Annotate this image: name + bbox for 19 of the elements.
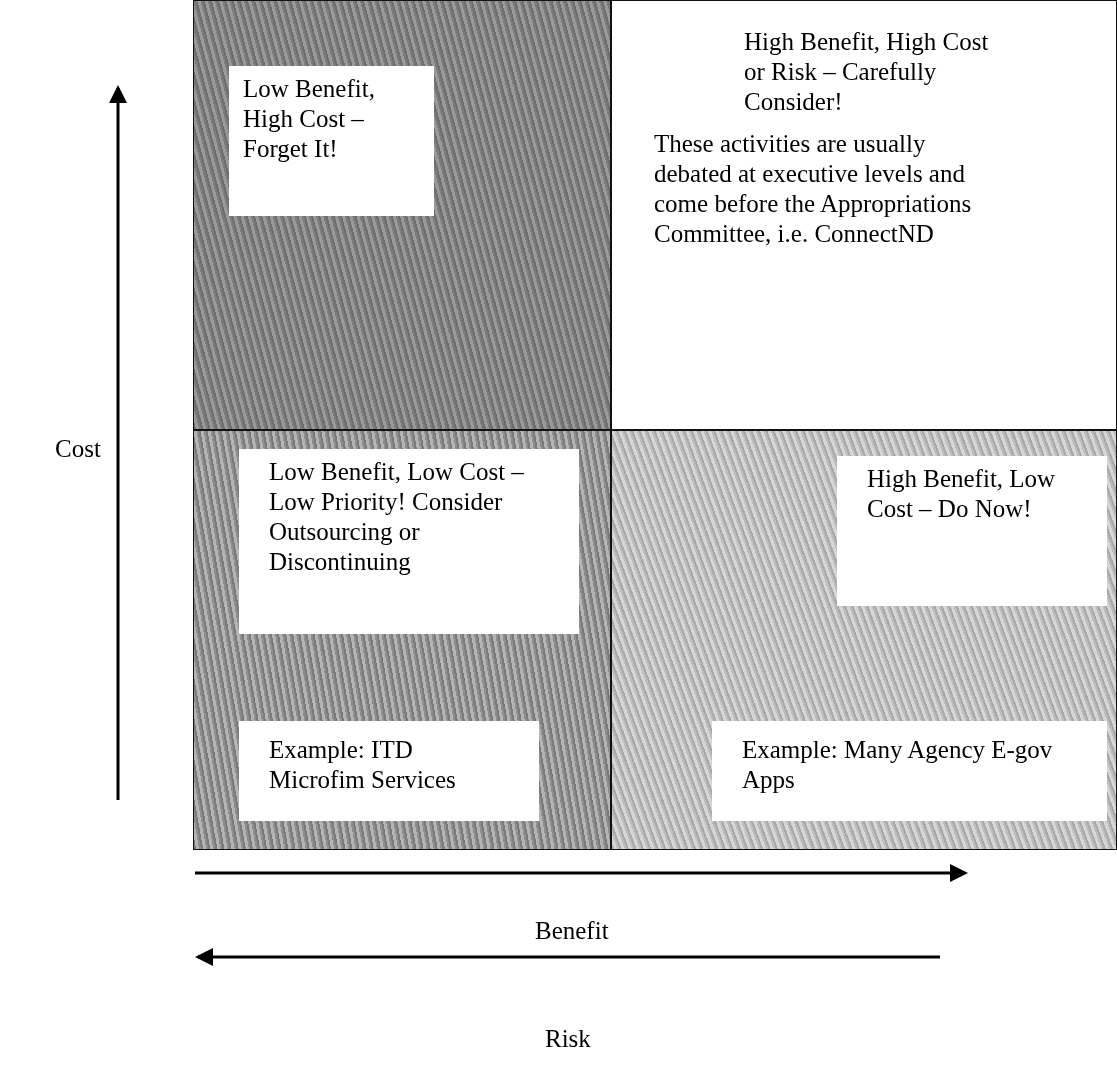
quadrant-panel	[193, 0, 611, 430]
text-box	[239, 449, 579, 634]
axis-label: Risk	[545, 1025, 591, 1053]
text-box	[229, 66, 434, 216]
quadrant-panel	[611, 0, 1117, 430]
axis-label: Benefit	[535, 917, 609, 945]
quadrant-heading: Low Benefit, Low Cost – Low Priority! Consider Outsourcing or Discontinuing	[269, 457, 525, 577]
quadrant-heading: High Benefit, High Cost or Risk – Carefully Consider!	[744, 27, 990, 117]
quadrant-heading: Low Benefit, High Cost – Forget It!	[243, 74, 376, 164]
quadrant-panel	[611, 430, 1117, 850]
description-text: These activities are usually debated at executive levels and come before the Appropriations Committee, i.e. ConnectND	[654, 129, 973, 249]
text-box	[837, 456, 1107, 606]
example-text: Example: Many Agency E-gov Apps	[742, 735, 1054, 795]
example-text: Example: ITD Microfim Services	[269, 735, 457, 795]
text-box	[712, 721, 1107, 821]
quadrant-heading: High Benefit, Low Cost – Do Now!	[867, 464, 1057, 524]
quadrant-panel	[193, 430, 611, 850]
axis-label: Cost	[55, 435, 101, 463]
text-box	[239, 721, 539, 821]
